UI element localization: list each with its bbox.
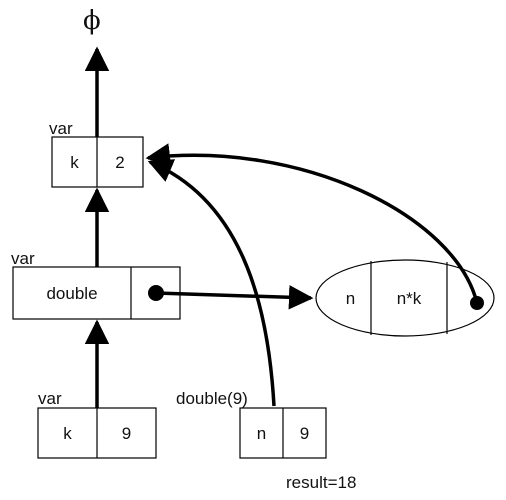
- arrow-double-to-closure: [155, 285, 314, 310]
- global-frame-tag: var: [49, 119, 73, 138]
- global-frame-value: 2: [115, 152, 125, 172]
- activation-tag: double(9): [176, 389, 248, 408]
- closure-body: n*k: [396, 288, 422, 308]
- closure-ellipse: [315, 259, 495, 337]
- double-frame-tag: var: [11, 249, 35, 268]
- closure-param: n: [345, 288, 356, 308]
- activation-value: 9: [299, 423, 310, 443]
- arrow-activation-to-global: [147, 159, 276, 407]
- arrow-closure-to-global: [145, 143, 479, 304]
- call-frame-name: k: [63, 423, 72, 443]
- global-frame-name: k: [70, 152, 79, 172]
- result-label: result=18: [286, 473, 357, 492]
- call-frame-tag: var: [38, 389, 62, 408]
- call-frame-value: 9: [121, 423, 132, 443]
- empty-env-symbol: ϕ: [83, 6, 101, 36]
- double-frame-name: double: [46, 283, 98, 303]
- activation-name: n: [256, 423, 267, 443]
